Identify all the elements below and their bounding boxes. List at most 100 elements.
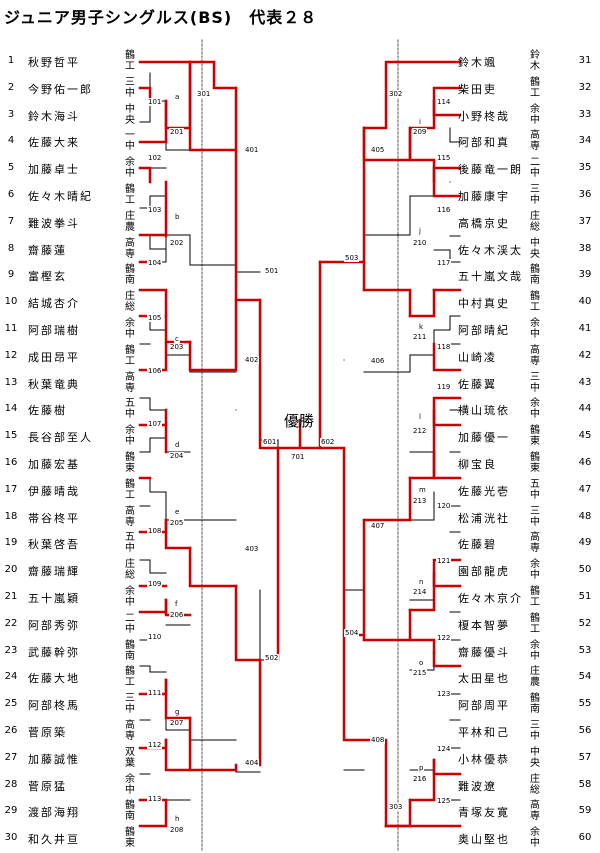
- player-club: 二中: [125, 612, 135, 635]
- player-name: 鈴木海斗: [28, 109, 80, 123]
- player-club: 余中: [530, 103, 540, 126]
- player-club: 鶴南: [125, 639, 135, 662]
- match-label: 106: [147, 367, 163, 375]
- player-name: 今野佑一郎: [28, 82, 93, 96]
- player-club: 鶴東: [125, 452, 135, 474]
- player-number: 17: [4, 483, 18, 495]
- match-label: b: [174, 213, 181, 221]
- left-r1-red: [138, 60, 238, 828]
- player-club: 五中: [125, 532, 135, 555]
- player-name: 佐藤樹: [28, 404, 67, 418]
- match-label: 215: [412, 669, 428, 677]
- player-name: 加藤宏基: [28, 458, 80, 471]
- player-number: 50: [578, 564, 592, 576]
- player-club: 鶴東: [530, 452, 540, 474]
- player-club: 鶴南: [530, 693, 540, 716]
- match-label: 124: [436, 745, 452, 753]
- match-label: 207: [169, 719, 185, 727]
- player-club: 五中: [530, 478, 540, 501]
- player-club: 三中: [125, 693, 135, 716]
- player-name: 加藤誠惟: [28, 752, 80, 766]
- player-club: 余中: [125, 586, 135, 608]
- match-label: 111: [147, 689, 163, 697]
- player-name: 結城杏介: [28, 297, 80, 311]
- player-name: 山崎凌: [458, 350, 497, 364]
- player-number: 23: [4, 644, 18, 656]
- right-r4-black: [343, 234, 365, 771]
- right-r5-red: [318, 260, 346, 637]
- right-r2-red: [408, 99, 436, 802]
- player-number: 22: [4, 617, 18, 629]
- player-number: 15: [4, 430, 18, 442]
- match-label: 109: [147, 580, 163, 588]
- player-number: 39: [578, 269, 592, 281]
- player-name: 平林和己: [458, 726, 510, 739]
- player-number: 4: [7, 135, 15, 147]
- player-club: 中央: [125, 103, 135, 126]
- right-r4-red: [318, 126, 388, 828]
- player-club: 鶴工: [125, 184, 135, 206]
- match-label: 122: [436, 634, 452, 642]
- player-club: 三中: [530, 720, 540, 742]
- match-label: 408: [370, 736, 386, 744]
- player-club: 三中: [125, 76, 135, 99]
- player-name: 渡部海翔: [28, 806, 80, 820]
- match-label: 303: [388, 803, 404, 811]
- player-number: 20: [4, 564, 18, 576]
- player-name: 榎本智夢: [458, 618, 510, 632]
- player-name: 五十嵐穎: [28, 592, 80, 605]
- match-label: 118: [436, 343, 452, 351]
- right-r3-black: [363, 195, 411, 771]
- match-label: 121: [436, 557, 452, 565]
- match-label: 104: [147, 259, 163, 267]
- left-r3-black: [189, 61, 237, 741]
- match-label: 212: [412, 427, 428, 435]
- match-label: 402: [244, 356, 260, 364]
- player-club: 鶴南: [530, 264, 540, 287]
- player-number: 8: [7, 242, 15, 254]
- player-number: 1: [7, 55, 15, 66]
- match-label: 112: [147, 741, 163, 749]
- match-label: 115: [436, 154, 452, 162]
- match-label: i: [418, 118, 422, 126]
- player-number: 58: [578, 778, 592, 790]
- player-name: 帯谷柊平: [28, 511, 80, 525]
- match-label: 504: [344, 629, 360, 637]
- match-label: 601: [262, 438, 278, 446]
- player-number: 44: [578, 403, 592, 415]
- player-number: 40: [578, 296, 592, 308]
- player-number: 25: [4, 698, 18, 710]
- match-label: 108: [147, 527, 163, 535]
- player-number: 48: [578, 510, 592, 522]
- player-club: 高専: [530, 130, 540, 153]
- player-club: 庄総: [125, 291, 135, 314]
- player-club: 高専: [530, 344, 540, 367]
- player-name: 後藤竜一朗: [458, 163, 523, 177]
- player-name: 齋藤蓮: [28, 243, 67, 257]
- match-label: 210: [412, 239, 428, 247]
- player-number: 27: [4, 751, 18, 763]
- winner-label: 優勝: [284, 412, 315, 430]
- player-name: 富樫玄: [28, 270, 67, 284]
- player-name: 佐藤光壱: [458, 484, 510, 498]
- match-label: o: [418, 659, 425, 667]
- player-name: 和久井亘: [28, 833, 80, 847]
- player-club: 庄農: [125, 210, 135, 233]
- player-club: 鶴工: [125, 666, 135, 689]
- player-name: 加藤卓士: [28, 163, 80, 177]
- player-number: 34: [578, 135, 592, 147]
- player-number: 3: [7, 108, 15, 120]
- player-name: 武藤幹弥: [28, 645, 80, 659]
- player-club: 余中: [125, 773, 135, 796]
- match-label: 401: [244, 146, 260, 154]
- player-name: 佐々木京介: [458, 592, 523, 605]
- player-club: 庄総: [530, 773, 540, 796]
- match-label: p: [418, 764, 425, 772]
- final-red: [276, 418, 322, 450]
- player-name: 阿部晴紀: [458, 324, 510, 337]
- player-club: 庄農: [530, 666, 540, 689]
- match-label: 116: [436, 206, 452, 214]
- player-number: 43: [578, 376, 592, 388]
- player-name: 横山琉依: [458, 404, 510, 418]
- match-label: 301: [196, 90, 212, 98]
